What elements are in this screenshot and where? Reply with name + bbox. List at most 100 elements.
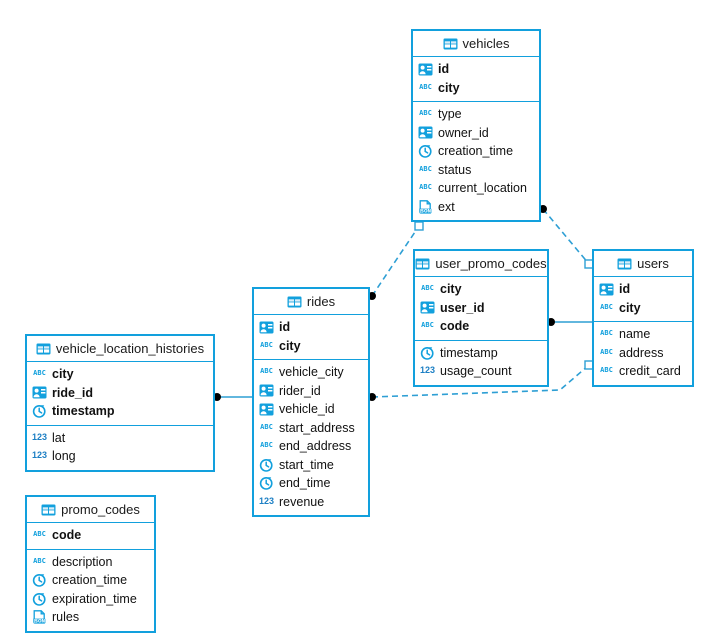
table-header: promo_codes [27,497,154,523]
columns-section: 123 lat 123 long [27,424,213,470]
field-label: end_time [279,476,331,491]
field-label: revenue [279,494,325,509]
field-label: creation_time [438,144,514,159]
table-name: user_promo_codes [435,256,547,271]
field-label: start_address [279,420,355,435]
field-label: city [279,338,301,353]
field-label: name [619,327,651,342]
abc-text-icon: ABC [260,422,273,431]
field-label: type [438,107,462,122]
clock-icon [420,346,435,360]
abc-text-icon: ABC [421,321,434,330]
id-card-icon [259,321,274,334]
field-label: rider_id [279,383,321,398]
primary-key-field: ride_id [27,384,213,403]
id-card-icon [420,301,435,314]
field-label: usage_count [440,364,512,379]
abc-text-icon: ABC [33,556,46,565]
primary-key-field: id [594,280,692,299]
table-icon [415,258,430,270]
abc-text-icon: ABC [33,530,46,539]
table-icon [36,343,51,355]
table-name: users [637,256,669,271]
primary-key-field: id [413,60,539,79]
field-label: code [440,319,470,334]
abc-text-icon: ABC [260,340,273,349]
primary-key-field: ABC code [415,317,547,336]
abc-text-icon: ABC [260,441,273,450]
field-label: lat [52,430,66,445]
field-label: long [52,449,76,464]
clock-icon [32,404,47,419]
primary-key-field: ABC city [254,337,368,356]
svg-text:JSON: JSON [32,619,45,624]
id-card-icon [259,384,274,397]
field-label: start_time [279,457,334,472]
field-label: expiration_time [52,591,137,606]
column-field: 123 revenue [254,493,368,512]
abc-text-icon: ABC [260,367,273,376]
abc-text-icon: ABC [600,366,613,375]
field-label: city [52,367,74,382]
column-field: creation_time [27,571,154,590]
column-field: start_time [254,456,368,475]
number-icon: 123 [32,431,48,442]
json-file-icon: JSON [418,199,433,214]
field-label: user_id [440,300,485,315]
abc-text-icon: ABC [419,164,432,173]
field-label: timestamp [52,404,115,419]
table-header: user_promo_codes [415,251,547,277]
table-icon [287,296,302,308]
one-marker-square [414,221,424,231]
relationship-line-vehicles-rides [371,225,420,297]
column-field: timestamp [415,344,547,363]
field-label: owner_id [438,125,489,140]
column-field: expiration_time [27,590,154,609]
abc-text-icon: ABC [600,329,613,338]
field-label: code [52,528,82,543]
field-label: credit_card [619,364,681,379]
column-field: owner_id [413,124,539,143]
field-label: current_location [438,181,527,196]
svg-text:JSON: JSON [418,208,431,213]
field-label: description [52,554,113,569]
primary-key-field: user_id [415,299,547,318]
table-icon [443,38,458,50]
clock-icon [259,476,274,491]
primary-key-section: ABC code [27,523,154,549]
field-label: ride_id [52,385,93,400]
table-icon [617,258,632,270]
field-label: city [619,300,641,315]
field-label: city [438,80,460,95]
abc-text-icon: ABC [600,302,613,311]
id-card-icon [32,386,47,399]
clock-icon [32,592,47,606]
table-name: vehicle_location_histories [55,341,205,356]
json-file-icon: JSON [32,610,47,624]
table-icon [41,504,56,516]
field-label: id [279,320,291,335]
clock-icon [32,573,47,588]
number-icon: 123 [259,495,275,506]
number-icon: 123 [32,450,48,461]
primary-key-field: timestamp [27,402,213,421]
